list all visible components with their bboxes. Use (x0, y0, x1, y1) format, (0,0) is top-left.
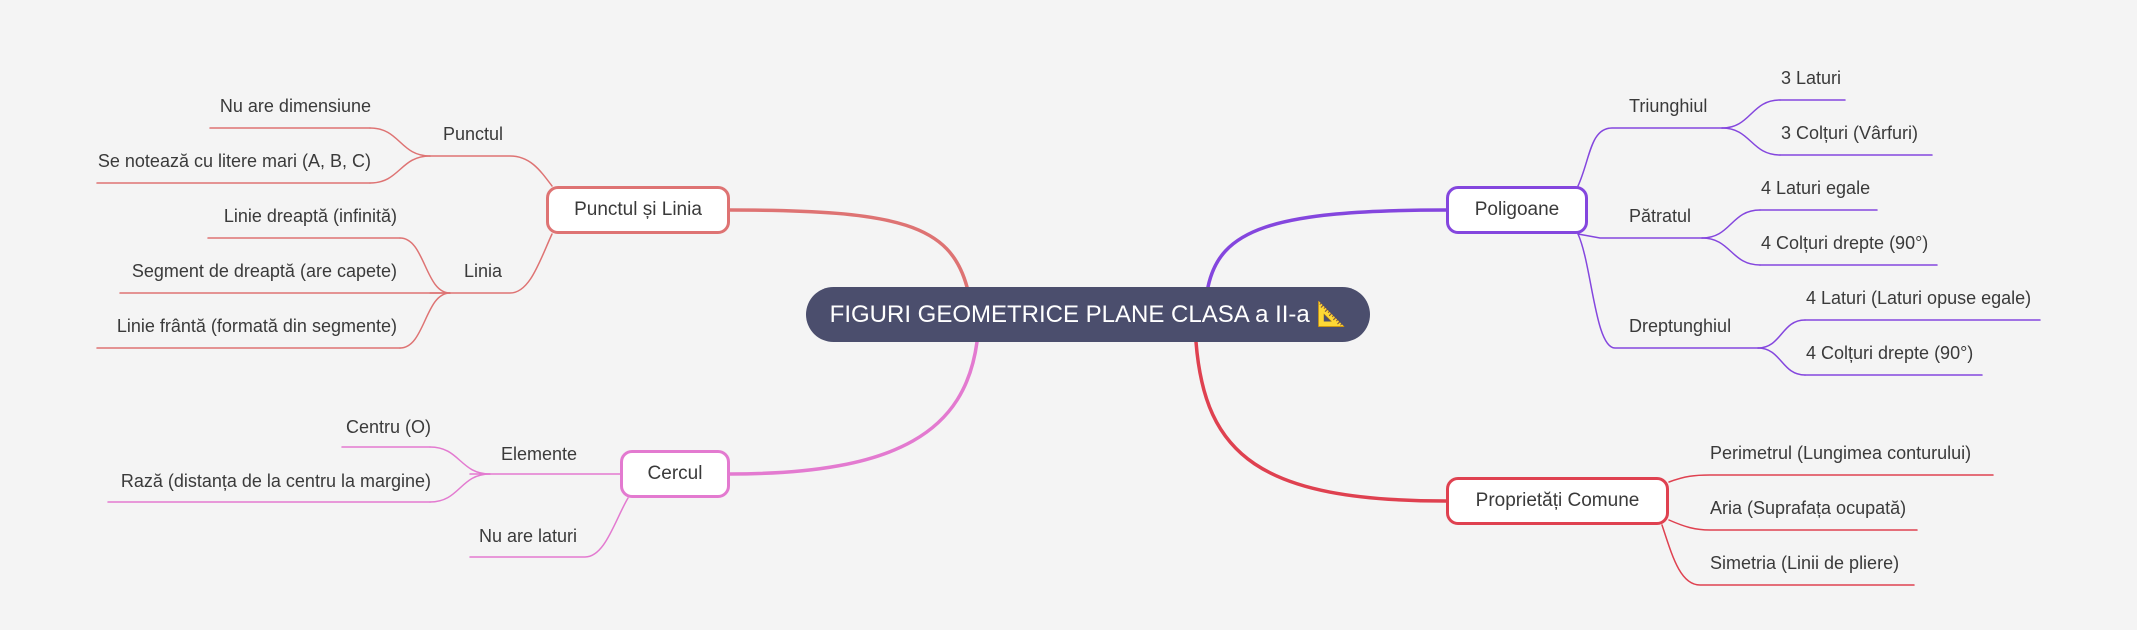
connector-centru (429, 446, 491, 475)
leaf-4-laturi-egale[interactable]: 4 Laturi egale (1761, 178, 1871, 198)
leaf-raza[interactable]: Rază (distanța de la centru la margine) (120, 471, 431, 491)
connector-dreptunghiul (1577, 233, 1759, 349)
leaf-nu-are-dimensiune[interactable]: Nu are dimensiune (219, 96, 371, 116)
leaf-linie-franta[interactable]: Linie frântă (formată din segmente) (116, 316, 397, 336)
connector-linie-franta (399, 292, 451, 349)
connector-aria (1668, 519, 1918, 531)
topic-label: Cercul (647, 463, 703, 484)
subtopic-linia[interactable]: Linia (463, 261, 502, 281)
subtopic-dreptunghiul[interactable]: Dreptunghiul (1629, 316, 1732, 336)
leaf-segment[interactable]: Segment de dreaptă (are capete) (131, 261, 397, 281)
connector-root-punctul (728, 208, 969, 289)
connector-perimetrul (1668, 474, 1994, 483)
subtopic-patratul[interactable]: Pătratul (1629, 206, 1692, 226)
connector-triunghiul (1577, 127, 1723, 187)
leaf-simetria[interactable]: Simetria (Linii de pliere) (1710, 553, 1900, 573)
connector-4-laturi-opuse (1757, 319, 1806, 349)
leaf-linie-dreapta[interactable]: Linie dreaptă (infinită) (223, 206, 397, 226)
subtopic-punctul[interactable]: Punctul (442, 124, 503, 144)
connector-3-laturi (1721, 99, 1781, 129)
connector-4-laturi-egale (1701, 209, 1761, 239)
connector-4-colturi-dreptunghi (1757, 347, 1806, 376)
subtopic-elemente[interactable]: Elemente (500, 444, 577, 464)
connector-4-colturi-patrat (1701, 237, 1761, 266)
leaf-nu-are-laturi[interactable]: Nu are laturi (478, 526, 577, 546)
connector-raza (429, 473, 491, 503)
leaf-3-laturi[interactable]: 3 Laturi (1781, 68, 1842, 88)
connector-punctul (429, 155, 553, 187)
leaf-perimetrul[interactable]: Perimetrul (Lungimea conturului) (1710, 443, 1972, 463)
root-topic[interactable]: FIGURI GEOMETRICE PLANE CLASA a II-a 📐 (806, 287, 1370, 342)
connector-linie-dreapta (399, 237, 451, 294)
connector-linia (429, 233, 553, 294)
leaf-4-colturi-patrat[interactable]: 4 Colțuri drepte (90°) (1761, 233, 1929, 253)
topic-label: Poligoane (1474, 199, 1560, 220)
leaf-4-laturi-opuse[interactable]: 4 Laturi (Laturi opuse egale) (1806, 288, 2032, 308)
leaf-4-colturi-dreptunghi[interactable]: 4 Colțuri drepte (90°) (1806, 343, 1974, 363)
connector-simetria (1661, 524, 1915, 586)
triangular-ruler-icon: 📐 (1316, 301, 1347, 328)
connector-root-proprietati (1194, 340, 1448, 503)
subtopic-triunghiul[interactable]: Triunghiul (1629, 96, 1708, 116)
leaf-aria[interactable]: Aria (Suprafața ocupată) (1710, 498, 1907, 518)
connector-nu-are-laturi (469, 497, 629, 558)
topic-punctul-si-linia[interactable]: Punctul și Linia (546, 186, 730, 234)
topic-proprietati-comune[interactable]: Proprietăți Comune (1446, 477, 1669, 525)
topic-label: Proprietăți Comune (1475, 490, 1640, 511)
connector-root-cercul (728, 340, 979, 476)
leaf-litere-mari[interactable]: Se notează cu litere mari (A, B, C) (97, 151, 371, 171)
connector-3-colturi (1721, 127, 1781, 156)
connector-nu-are-dimensiune (369, 127, 431, 157)
topic-label: Punctul și Linia (574, 199, 702, 220)
leaf-centru[interactable]: Centru (O) (345, 417, 431, 437)
topic-poligoane[interactable]: Poligoane (1446, 186, 1588, 234)
root-title: FIGURI GEOMETRICE PLANE CLASA a II-a (829, 301, 1310, 328)
leaf-3-colturi[interactable]: 3 Colțuri (Vârfuri) (1781, 123, 1919, 143)
topic-cercul[interactable]: Cercul (620, 450, 730, 498)
connector-patratul (1577, 233, 1703, 239)
connector-litere-mari (369, 155, 431, 184)
connector-root-poligoane (1206, 208, 1448, 289)
